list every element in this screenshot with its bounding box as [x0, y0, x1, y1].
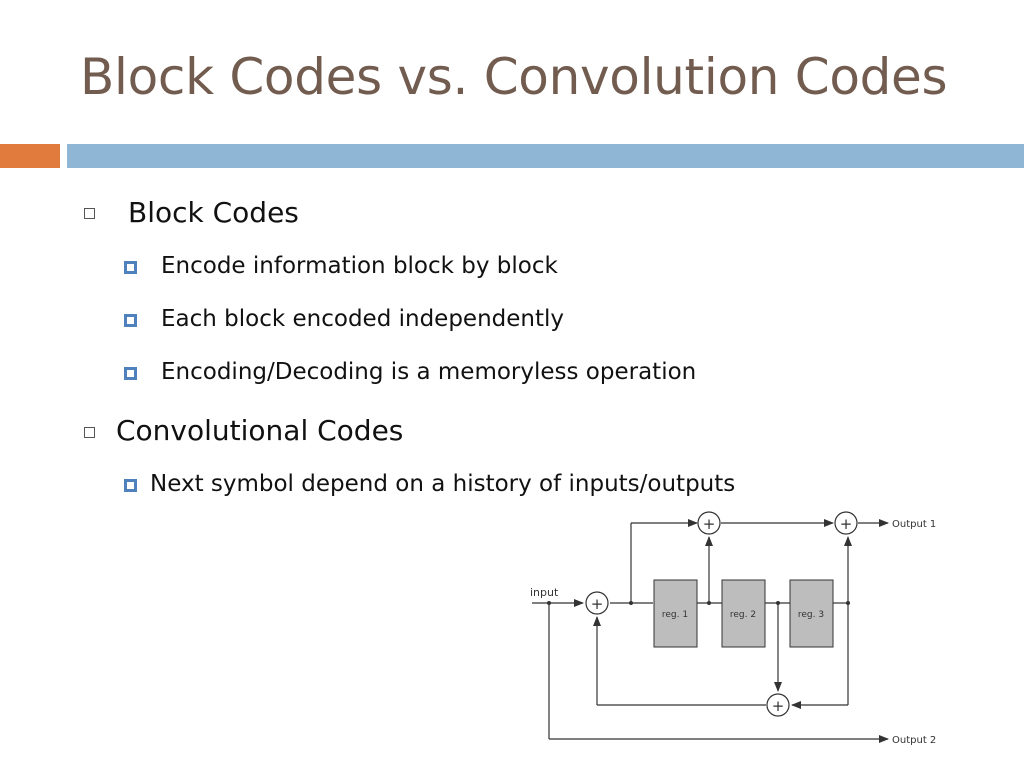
input-label: input [530, 586, 559, 599]
adder-symbol: + [840, 515, 853, 533]
junction-dot [776, 601, 780, 605]
register-3-label: reg. 3 [798, 610, 824, 620]
bullet-block-codes: Block Codes [128, 196, 299, 229]
register-3 [789, 579, 834, 648]
output1-label: Output 1 [892, 519, 936, 530]
adder-symbol: + [703, 515, 716, 533]
adder-symbol: + [591, 595, 604, 613]
accent-bar-orange [0, 144, 60, 168]
register-2-label: reg. 2 [730, 610, 756, 620]
register-1 [653, 579, 698, 648]
slide-title: Block Codes vs. Convolution Codes [80, 48, 948, 106]
hollow-square-bullet-icon [84, 427, 95, 438]
bullet-history: Next symbol depend on a history of input… [150, 471, 736, 497]
bullet-memoryless: Encoding/Decoding is a memoryless operat… [161, 359, 697, 385]
junction-dot [707, 601, 711, 605]
filled-square-bullet-icon [124, 367, 137, 380]
adder-input [585, 591, 609, 615]
adder-symbol: + [772, 697, 785, 715]
adder-output1-b [834, 511, 858, 535]
junction-dot [629, 601, 633, 605]
filled-square-bullet-icon [124, 479, 137, 492]
register-1-label: reg. 1 [662, 610, 688, 620]
adder-feedback [766, 693, 790, 717]
hollow-square-bullet-icon [84, 208, 95, 219]
bullet-independent: Each block encoded independently [161, 306, 564, 332]
junction-dot [846, 601, 850, 605]
output2-label: Output 2 [892, 735, 936, 746]
register-2 [721, 579, 766, 648]
accent-bar-blue [67, 144, 1024, 168]
bullet-convolutional-codes: Convolutional Codes [116, 414, 404, 447]
junction-dot [547, 601, 551, 605]
bullet-encode-block: Encode information block by block [161, 253, 558, 279]
adder-output1-a [697, 511, 721, 535]
filled-square-bullet-icon [124, 314, 137, 327]
filled-square-bullet-icon [124, 261, 137, 274]
